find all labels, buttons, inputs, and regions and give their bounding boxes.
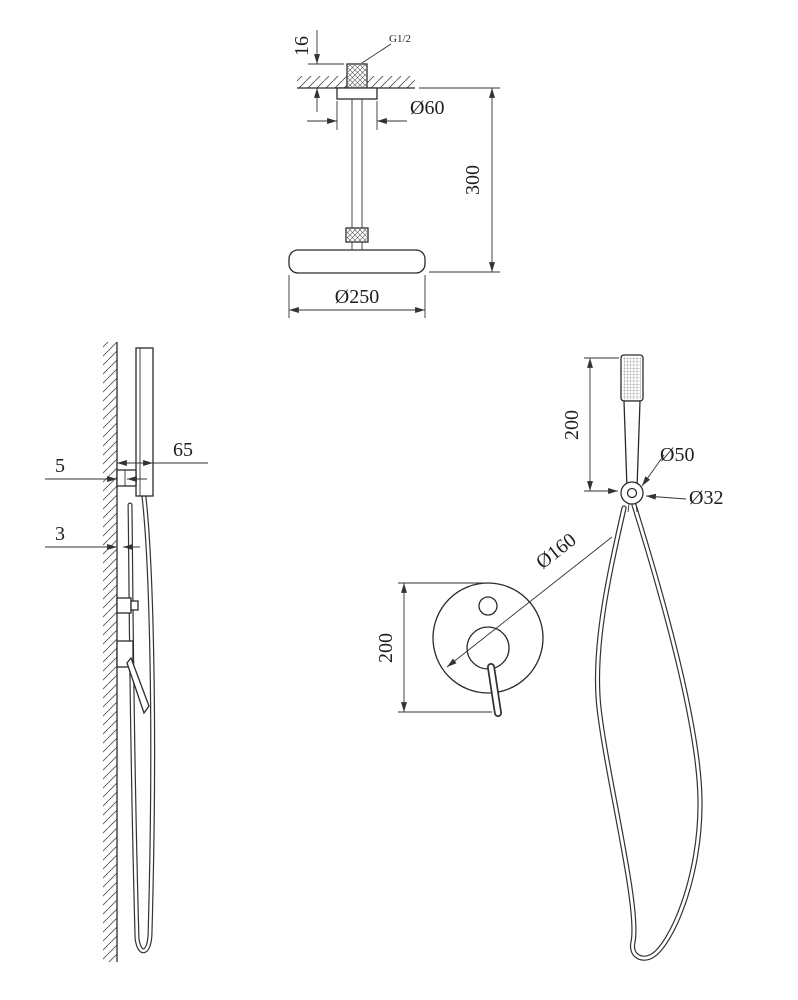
label-hose-connector-diameter: Ø32	[645, 487, 723, 509]
dim-text-16: 16	[291, 36, 313, 56]
mixer-lever-inner	[488, 664, 501, 716]
dimension-arm-drop: 300	[419, 87, 500, 273]
hose-front-inner	[596, 503, 702, 960]
hose-front-outline	[594, 502, 703, 961]
dim-text-300: 300	[462, 165, 484, 195]
mixer-diverter-knob	[478, 596, 498, 616]
dimension-mixer-height: 200	[375, 582, 492, 713]
dim-text-200-handshower: 200	[561, 410, 583, 440]
leader-line	[446, 536, 613, 668]
hand-shower-handle	[623, 400, 641, 489]
label-holder-diameter: Ø50	[641, 444, 694, 487]
dim-text-d32: Ø32	[689, 487, 723, 509]
mixer-front-view: 200 Ø160	[375, 529, 613, 717]
thread-nipple-hatch	[348, 65, 366, 87]
dimension-holder-offset: 65	[117, 439, 208, 466]
mixer-handle-base	[466, 626, 510, 670]
dimension-flange-diameter: Ø60	[307, 97, 444, 130]
hand-shower-side	[135, 347, 154, 497]
arm-connector-hatch	[347, 229, 367, 241]
dim-text-65: 65	[173, 439, 193, 461]
mixer-diverter-stem	[130, 600, 139, 611]
dim-text-5: 5	[55, 455, 65, 477]
leader-line	[641, 454, 665, 487]
dim-text-d60: Ø60	[410, 97, 444, 119]
hose-connector-line	[627, 503, 630, 513]
ceiling-flange	[336, 87, 378, 100]
dimension-handshower-length: 200	[561, 357, 619, 494]
dimension-trim-gap: 3	[45, 523, 140, 550]
thread-leader-line	[361, 43, 392, 64]
thread-label: G1/2	[389, 33, 411, 45]
spray-face-pattern	[623, 357, 641, 399]
mixer-lever-side	[126, 656, 150, 715]
hand-shower-front-view: 200 Ø50 Ø32	[561, 354, 723, 961]
dim-text-d50: Ø50	[660, 444, 694, 466]
wall-hatch	[103, 342, 117, 962]
dimension-ceiling-thickness: 16	[291, 30, 344, 112]
dim-text-3: 3	[55, 523, 65, 545]
hose-side-inner	[128, 495, 154, 953]
hose-connector-line	[635, 503, 638, 513]
mixer-diverter-side	[116, 597, 132, 614]
rain-shower-head	[288, 249, 426, 274]
leader-line	[645, 493, 687, 500]
dimension-bracket-gap: 5	[45, 455, 147, 482]
holder-pivot	[626, 487, 638, 499]
dim-text-200-mixer: 200	[375, 633, 397, 663]
dim-text-d250: Ø250	[335, 286, 379, 308]
wall-side-view: 65 5 3	[45, 342, 208, 962]
holder-bracket-side	[116, 469, 137, 487]
ceiling-shower-view: G1/2 16 Ø60 300	[288, 30, 500, 318]
dimension-head-diameter: Ø250	[288, 275, 426, 318]
